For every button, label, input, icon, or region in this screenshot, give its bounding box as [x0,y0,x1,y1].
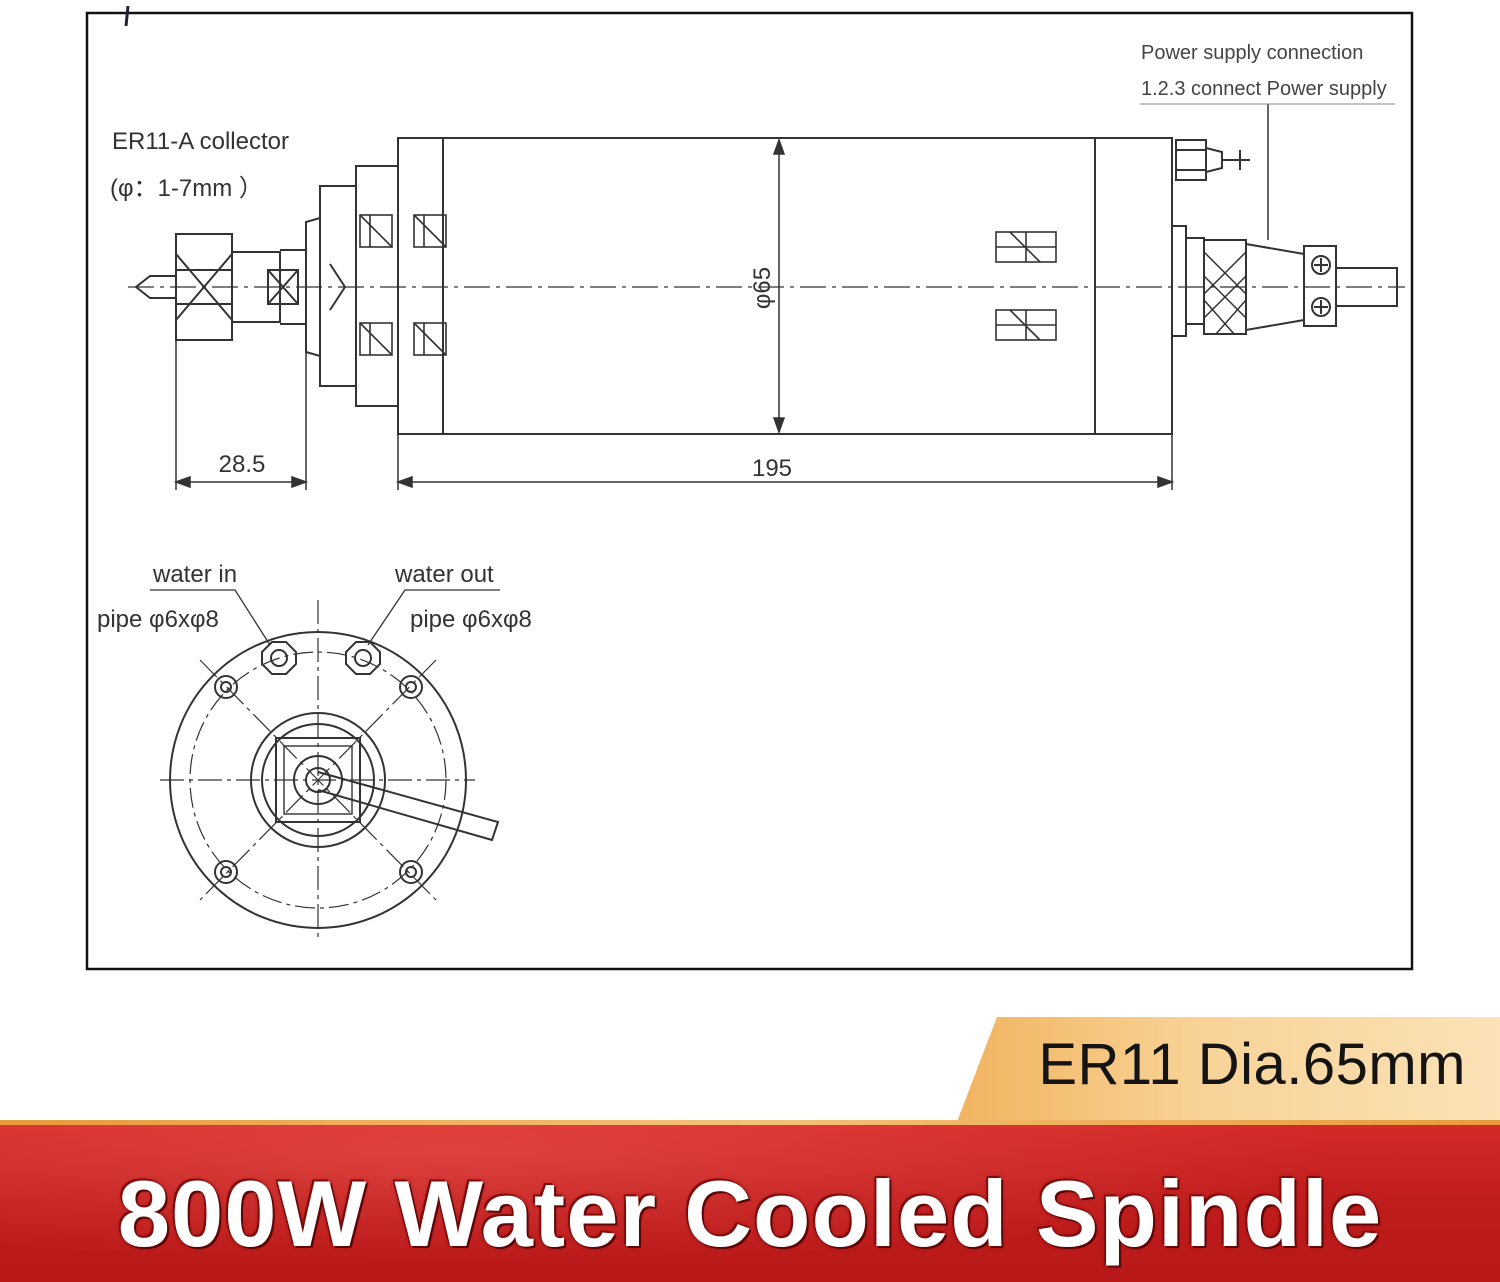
dim-line-collet [175,340,307,490]
dimensions [173,137,1175,490]
corner-mark [124,5,130,27]
body-length-dim-text: 195 [752,455,792,482]
title-banner: 800W Water Cooled Spindle [0,1120,1500,1282]
front-cap [319,185,357,387]
power-label-2: 1.2.3 connect Power supply [1141,78,1387,100]
spec-tab: ER11 Dia.65mm [955,1017,1500,1127]
end-view [150,589,500,940]
nose-taper [305,217,321,357]
power-label-1: Power supply connection [1141,42,1363,64]
product-title: 800W Water Cooled Spindle [117,1161,1383,1266]
collector-range: (φ：1-7mm ） [110,175,263,202]
water-out-label: water out [394,561,494,588]
side-view [128,103,1405,435]
collet-length-dim-text: 28.5 [219,451,266,478]
diameter-dim-text: φ65 [749,267,776,309]
water-in-label: water in [152,561,237,588]
collector-label: ER11-A collector [112,128,289,155]
front-flange [355,165,399,407]
drawing-frame [85,11,1414,971]
water-out-pipe: pipe φ6xφ8 [410,606,532,633]
bearing-marks-front [359,214,447,356]
water-fitting-side [1175,139,1207,181]
water-in-pipe: pipe φ6xφ8 [97,606,219,633]
tool-tip [134,275,176,299]
water-fittings [261,641,381,675]
dim-line-body [397,434,1173,490]
spindle-body [397,137,1173,435]
spindle-drawing: ER11-A collector (φ：1-7mm ） Power supply… [85,5,1414,971]
bolt-holes [214,675,423,884]
spec-text: ER11 Dia.65mm [1038,1032,1466,1097]
bearing-marks-rear [995,231,1057,341]
end-centerlines [160,600,475,940]
end-cable [317,771,500,842]
power-cable [1335,267,1398,307]
